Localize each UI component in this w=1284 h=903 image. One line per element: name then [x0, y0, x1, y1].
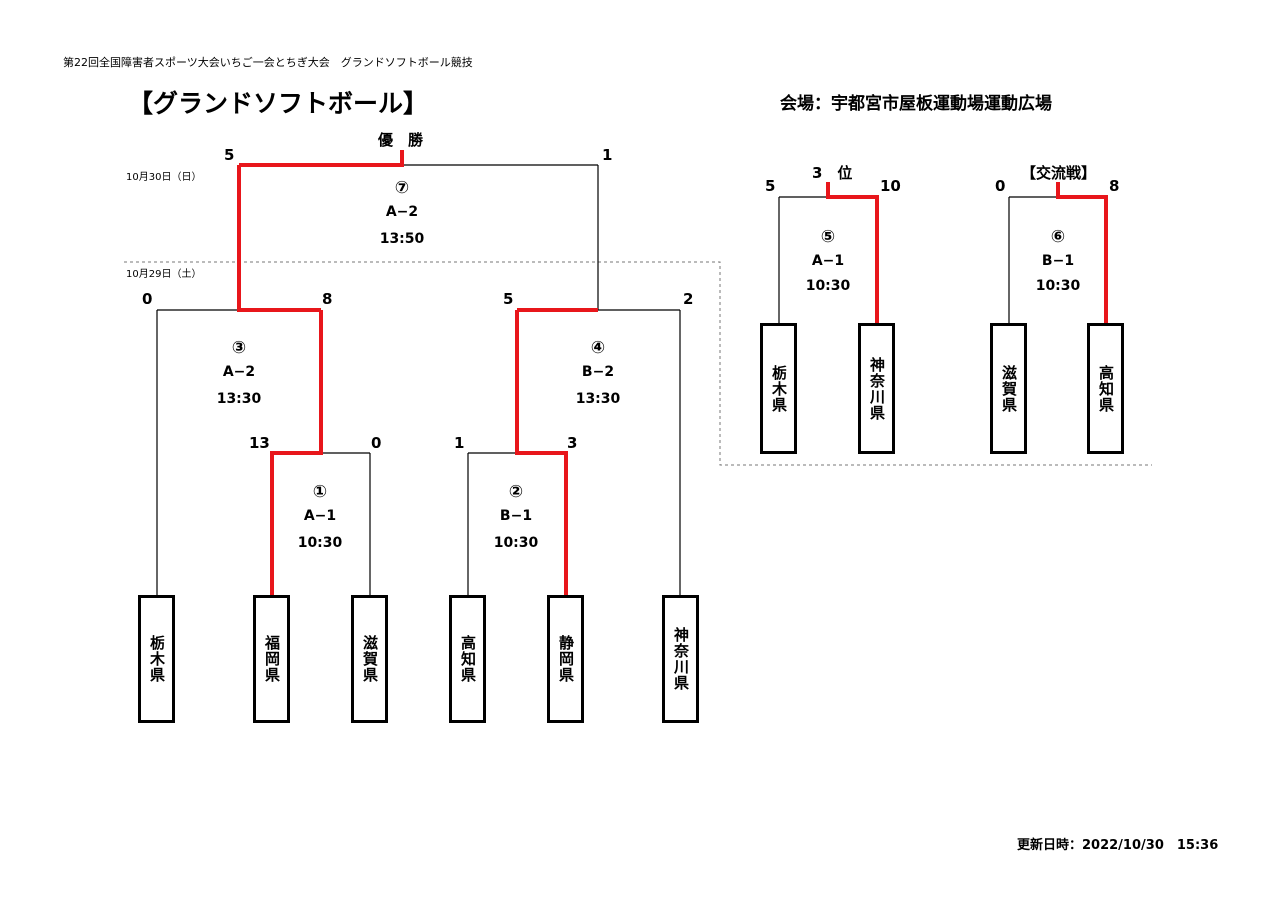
game2-code: B−1	[499, 508, 533, 524]
game2-score-left: 1	[454, 434, 465, 452]
game1-score-left: 13	[249, 434, 270, 452]
team-name: 滋賀県	[361, 635, 379, 683]
winner-path	[270, 310, 323, 598]
final-label: 優 勝	[378, 131, 424, 149]
game1-number: ①	[312, 482, 328, 502]
game5-score-right: 10	[880, 177, 901, 195]
game5-score-left: 5	[765, 177, 776, 195]
game7-time: 13:50	[379, 231, 425, 247]
game1-code: A−1	[303, 508, 337, 524]
header-line: 第22回全国障害者スポーツ大会いちご一会とちぎ大会 グランドソフトボール競技	[63, 56, 473, 69]
game3-number: ③	[231, 338, 247, 358]
winner-path	[239, 150, 404, 167]
game5-time: 10:30	[805, 278, 851, 294]
team-box-kanagawa: 神奈川県	[662, 595, 699, 723]
team-name: 高知県	[459, 635, 477, 683]
game2-number: ②	[508, 482, 524, 502]
winner-path	[237, 165, 321, 312]
game6-time: 10:30	[1035, 278, 1081, 294]
team-name: 神奈川県	[868, 356, 886, 421]
game3-score-right: 8	[322, 290, 333, 308]
game7-code: A−2	[385, 204, 419, 220]
game7-score-right: 1	[602, 146, 613, 164]
game7-score-left: 5	[224, 146, 235, 164]
updated-timestamp: 更新日時：2022/10/30 15:36	[1017, 838, 1219, 853]
game4-time: 13:30	[575, 391, 621, 407]
winner-path	[1056, 182, 1108, 326]
team-box-shiga: 滋賀県	[351, 595, 388, 723]
team-name: 栃木県	[770, 364, 788, 413]
team-name: 栃木県	[148, 635, 166, 683]
team-box-tochigi: 栃木県	[138, 595, 175, 723]
game5-number: ⑤	[820, 227, 836, 247]
venue-label: 会場：宇都宮市屋板運動場運動広場	[780, 94, 1052, 114]
game4-code: B−2	[581, 364, 615, 380]
game2-score-right: 3	[567, 434, 578, 452]
game2-time: 10:30	[493, 535, 539, 551]
team-box-exchange-kochi: 高知県	[1087, 323, 1124, 454]
date-day2: 10月30日（日）	[126, 172, 202, 183]
game7-number: ⑦	[394, 178, 410, 198]
game3-score-left: 0	[142, 290, 153, 308]
game6-score-left: 0	[995, 177, 1006, 195]
date-day1: 10月29日（土）	[126, 269, 202, 280]
day-separator-dashed-line	[124, 261, 1152, 466]
game6-code: B−1	[1041, 253, 1075, 269]
team-box-exchange-shiga: 滋賀県	[990, 323, 1027, 454]
team-name: 滋賀県	[1000, 364, 1018, 413]
game3-time: 13:30	[216, 391, 262, 407]
team-box-third-kanagawa: 神奈川県	[858, 323, 895, 454]
game6-number: ⑥	[1050, 227, 1066, 247]
game3-code: A−2	[222, 364, 256, 380]
third-place-label: 3 位	[812, 164, 853, 182]
game6-score-right: 8	[1109, 177, 1120, 195]
team-box-third-tochigi: 栃木県	[760, 323, 797, 454]
page-title: 【グランドソフトボール】	[128, 89, 429, 118]
team-box-shizuoka: 静岡県	[547, 595, 584, 723]
team-name: 神奈川県	[672, 627, 690, 691]
game1-time: 10:30	[297, 535, 343, 551]
game1-score-right: 0	[371, 434, 382, 452]
winner-path	[826, 182, 879, 326]
game4-score-left: 5	[503, 290, 514, 308]
game4-score-right: 2	[683, 290, 694, 308]
exchange-label: 【交流戦】	[1021, 164, 1097, 182]
game5-code: A−1	[811, 253, 845, 269]
team-box-fukuoka: 福岡県	[253, 595, 290, 723]
winner-path	[515, 310, 568, 598]
team-box-kochi: 高知県	[449, 595, 486, 723]
game4-number: ④	[590, 338, 606, 358]
team-name: 静岡県	[557, 635, 575, 683]
team-name: 福岡県	[263, 635, 281, 683]
team-name: 高知県	[1097, 364, 1115, 413]
